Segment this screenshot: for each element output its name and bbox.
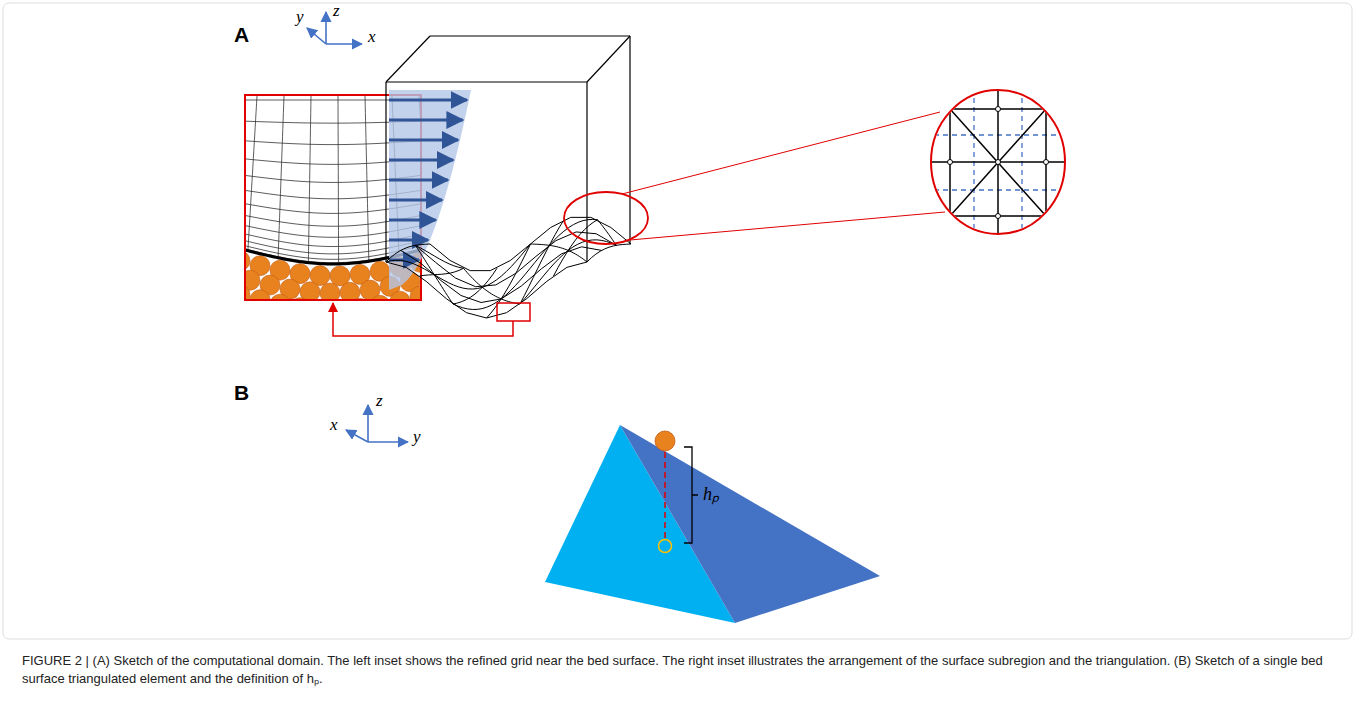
axis-label: z	[376, 392, 383, 409]
axis-label: z	[333, 2, 340, 19]
computational-domain	[333, 36, 945, 336]
figure-frame	[3, 3, 1352, 639]
axis-label: y	[413, 428, 421, 445]
axis-label: x	[330, 416, 338, 433]
panel-label: A	[234, 24, 249, 45]
figure-caption: FIGURE 2 | (A) Sketch of the computation…	[22, 652, 1332, 688]
dimension-label: hₚ	[703, 485, 719, 503]
axis-label: x	[368, 28, 376, 45]
axes-b	[346, 405, 408, 442]
triangulation-inset	[925, 80, 1070, 245]
triangulated-element	[545, 425, 880, 623]
panel-label: B	[234, 382, 249, 403]
axis-label: y	[296, 8, 304, 25]
